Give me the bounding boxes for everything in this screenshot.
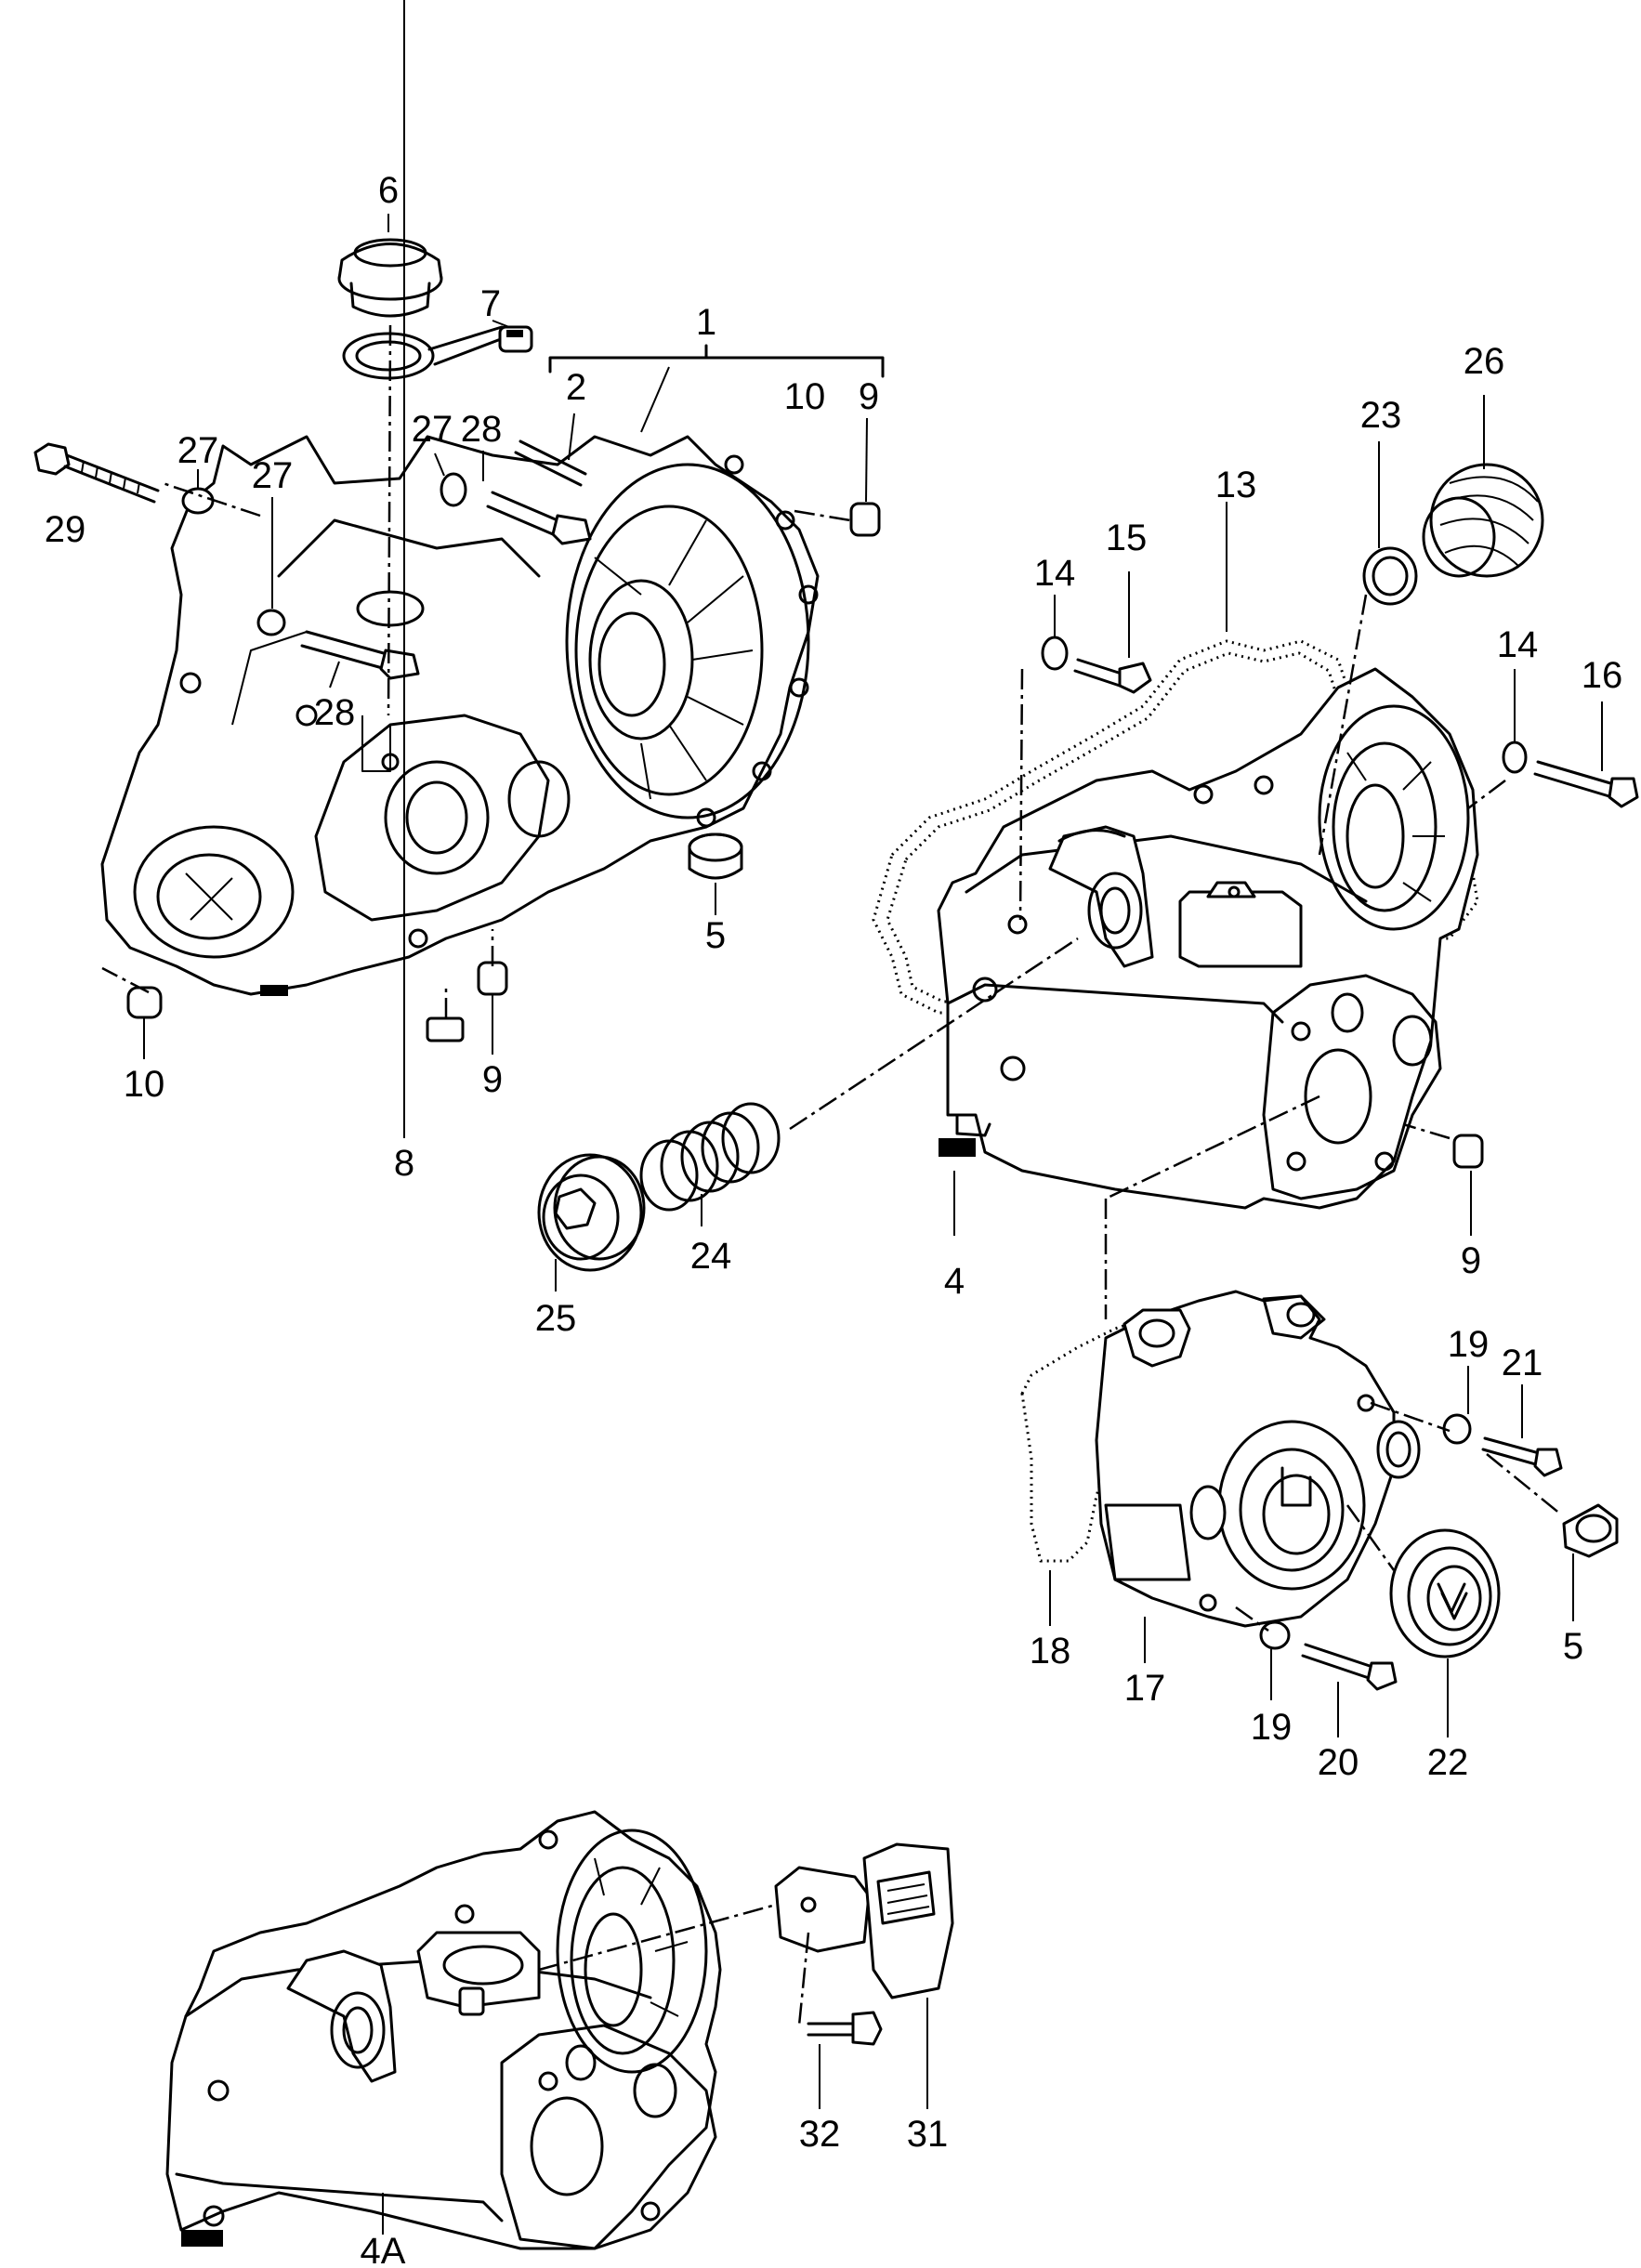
callout-13: 13 <box>1215 465 1257 505</box>
part-14-washer-a <box>1041 636 1069 671</box>
callout-9c: 9 <box>1461 1240 1481 1281</box>
part-26-boot <box>1422 463 1544 578</box>
part-28-bolt-a <box>486 491 592 545</box>
part-22-cap <box>1389 1528 1501 1658</box>
part-9-bush-b <box>477 961 508 996</box>
part-4a-transmission-case <box>165 1810 722 2250</box>
callout-labels: 1 2 4 4A 5 5 6 7 8 9 9 9 10 10 13 14 14 … <box>45 170 1623 2268</box>
callout-17: 17 <box>1124 1668 1166 1709</box>
part-27-washer-b <box>256 609 286 636</box>
callout-21: 21 <box>1502 1343 1543 1383</box>
callout-19a: 19 <box>1448 1324 1490 1365</box>
callout-10b: 10 <box>124 1064 165 1105</box>
part-6-filler-plug <box>337 238 443 318</box>
part-14-washer-b <box>1502 741 1528 774</box>
callout-4: 4 <box>944 1261 965 1302</box>
part-25-plug <box>537 1153 646 1272</box>
part-27-washer-c <box>440 472 467 507</box>
callout-9b: 9 <box>482 1059 503 1100</box>
part-5-plug-b <box>1562 1503 1619 1558</box>
callout-31: 31 <box>907 2114 949 2155</box>
callout-28a: 28 <box>461 409 503 450</box>
callout-2: 2 <box>566 367 586 408</box>
part-9-bush-a <box>849 502 881 537</box>
callout-9a: 9 <box>859 376 879 417</box>
callout-19b: 19 <box>1251 1707 1293 1748</box>
part-1-gearbox-housing <box>100 435 820 996</box>
callout-10a: 10 <box>784 376 826 417</box>
part-4-transmission-case <box>937 667 1479 1210</box>
leader-lines <box>143 0 1603 2235</box>
part-29-bolt <box>33 442 160 504</box>
part-16-bolt <box>1533 760 1639 808</box>
part-1-bracket <box>548 356 885 378</box>
part-28-bolt-b <box>300 630 420 680</box>
callout-16: 16 <box>1582 655 1623 696</box>
part-19-washer-b <box>1259 1620 1291 1650</box>
callout-32: 32 <box>799 2114 841 2155</box>
assembly-lines <box>101 324 1562 2026</box>
callout-20: 20 <box>1318 1742 1359 1783</box>
part-15-bolt <box>1073 658 1152 694</box>
callout-25: 25 <box>535 1298 577 1339</box>
part-19-washer-a <box>1442 1413 1472 1445</box>
part-21-bolt <box>1481 1436 1563 1477</box>
callout-4a: 4A <box>361 2231 406 2263</box>
callout-14b: 14 <box>1497 624 1539 665</box>
part-2-stud <box>514 439 587 487</box>
callout-14a: 14 <box>1034 553 1076 594</box>
callout-27c: 27 <box>412 409 453 450</box>
callout-29: 29 <box>45 509 86 550</box>
part-24-spring <box>639 1102 781 1212</box>
callout-27b: 27 <box>252 455 294 496</box>
callout-28b: 28 <box>314 692 356 733</box>
part-5-plug-a <box>688 832 743 880</box>
part-8-key <box>426 1016 465 1042</box>
part-23-seal <box>1362 546 1418 606</box>
part-7-seal-ring <box>342 325 533 380</box>
part-18-gasket <box>1020 1308 1182 1563</box>
callout-26: 26 <box>1464 341 1505 382</box>
part-20-bolt <box>1301 1643 1398 1691</box>
callout-5b: 5 <box>1563 1626 1583 1667</box>
callout-24: 24 <box>690 1236 732 1277</box>
callout-7: 7 <box>480 283 501 324</box>
part-17-gear-carrier-cover <box>1095 1290 1421 1628</box>
callout-15: 15 <box>1106 518 1148 558</box>
callout-6: 6 <box>378 170 399 211</box>
callout-23: 23 <box>1360 395 1402 436</box>
part-10-dowel <box>126 986 163 1019</box>
callout-22: 22 <box>1427 1742 1469 1783</box>
callout-27a: 27 <box>177 430 219 471</box>
part-31-switch-module <box>774 1842 954 1999</box>
callout-8: 8 <box>394 1143 414 1184</box>
part-32-screw <box>807 2011 883 2046</box>
callout-18: 18 <box>1030 1631 1071 1672</box>
callout-5a: 5 <box>705 915 726 956</box>
callout-1: 1 <box>696 302 716 343</box>
part-9-bush-c <box>1452 1134 1484 1169</box>
